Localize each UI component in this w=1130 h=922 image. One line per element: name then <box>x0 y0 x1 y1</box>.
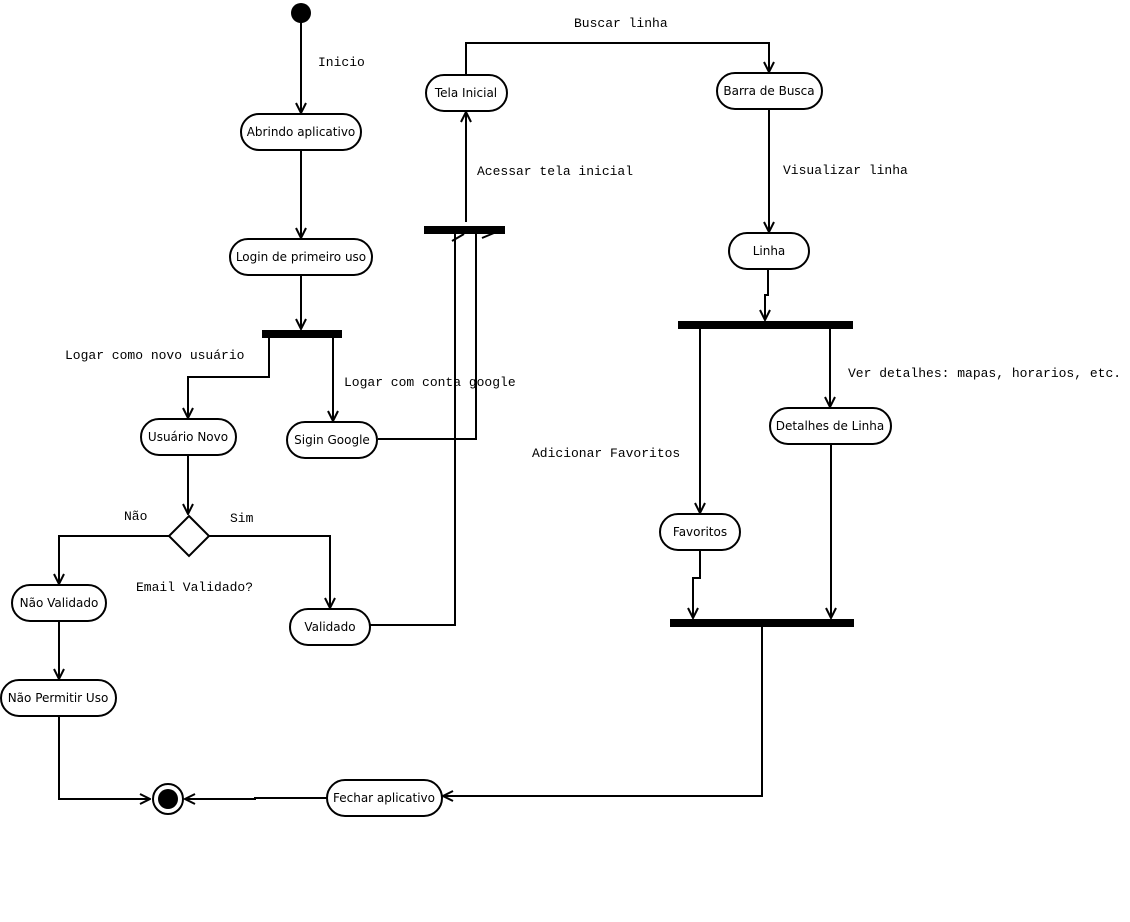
node-label: Tela Inicial <box>434 86 497 100</box>
node-sigin-google: Sigin Google <box>286 421 378 459</box>
edge-decision-nao-validado <box>59 535 169 584</box>
edge-fechar-end <box>185 798 327 799</box>
label-visualizar-linha: Visualizar linha <box>783 163 908 178</box>
edge-validado-join <box>370 234 456 626</box>
edge-join-fechar <box>443 627 763 796</box>
node-linha: Linha <box>728 232 810 270</box>
label-logar-conta-google: Logar com conta google <box>344 375 516 390</box>
label-sim: Sim <box>230 511 254 526</box>
label-buscar-linha: Buscar linha <box>574 16 668 31</box>
edge-google-join <box>378 234 477 440</box>
node-abrindo-aplicativo: Abrindo aplicativo <box>240 113 362 151</box>
node-label: Detalhes de Linha <box>776 419 884 433</box>
join-login-bar <box>424 226 505 234</box>
node-login-primeiro-uso: Login de primeiro uso <box>229 238 373 276</box>
final-node <box>152 783 184 815</box>
label-logar-novo-usuario: Logar como novo usuário <box>65 348 244 363</box>
edge-decision-validado <box>209 535 330 608</box>
node-label: Validado <box>304 620 355 634</box>
node-barra-de-busca: Barra de Busca <box>716 72 823 110</box>
edge-linha-fork <box>765 270 768 320</box>
label-email-validado: Email Validado? <box>136 580 253 595</box>
fork-linha-bar <box>678 321 853 329</box>
node-label: Usuário Novo <box>148 430 228 444</box>
label-inicio: Inicio <box>318 55 365 70</box>
node-validado: Validado <box>289 608 371 646</box>
node-label: Fechar aplicativo <box>333 791 435 805</box>
fork-login-bar <box>262 330 342 338</box>
edges <box>59 20 831 799</box>
label-adicionar-favoritos: Adicionar Favoritos <box>532 446 680 461</box>
node-label: Não Validado <box>20 596 99 610</box>
label-nao: Não <box>124 509 147 524</box>
decision-email-validado <box>167 514 211 558</box>
edge-tela-barra <box>465 42 769 75</box>
join-linha-bar <box>670 619 854 627</box>
node-label: Não Permitir Uso <box>8 691 109 705</box>
label-ver-detalhes: Ver detalhes: mapas, horarios, etc. <box>848 366 1121 381</box>
node-nao-permitir-uso: Não Permitir Uso <box>0 679 117 717</box>
join-tick-1 <box>451 233 465 242</box>
edge-fork-usuario-novo <box>188 338 270 418</box>
edge-nao-permitir-end <box>58 716 150 799</box>
node-label: Barra de Busca <box>723 84 814 98</box>
node-tela-inicial: Tela Inicial <box>425 74 508 112</box>
label-acessar-tela-inicial: Acessar tela inicial <box>477 164 633 179</box>
node-nao-validado: Não Validado <box>11 584 107 622</box>
node-fechar-aplicativo: Fechar aplicativo <box>326 779 443 817</box>
node-usuario-novo: Usuário Novo <box>140 418 237 456</box>
node-label: Sigin Google <box>294 433 370 447</box>
node-favoritos: Favoritos <box>659 513 741 551</box>
node-label: Abrindo aplicativo <box>247 125 356 139</box>
edge-favoritos-join <box>693 551 701 618</box>
initial-node <box>291 3 311 23</box>
node-label: Linha <box>753 244 786 258</box>
node-label: Favoritos <box>673 525 727 539</box>
node-label: Login de primeiro uso <box>236 250 366 264</box>
node-detalhes-de-linha: Detalhes de Linha <box>769 407 892 445</box>
